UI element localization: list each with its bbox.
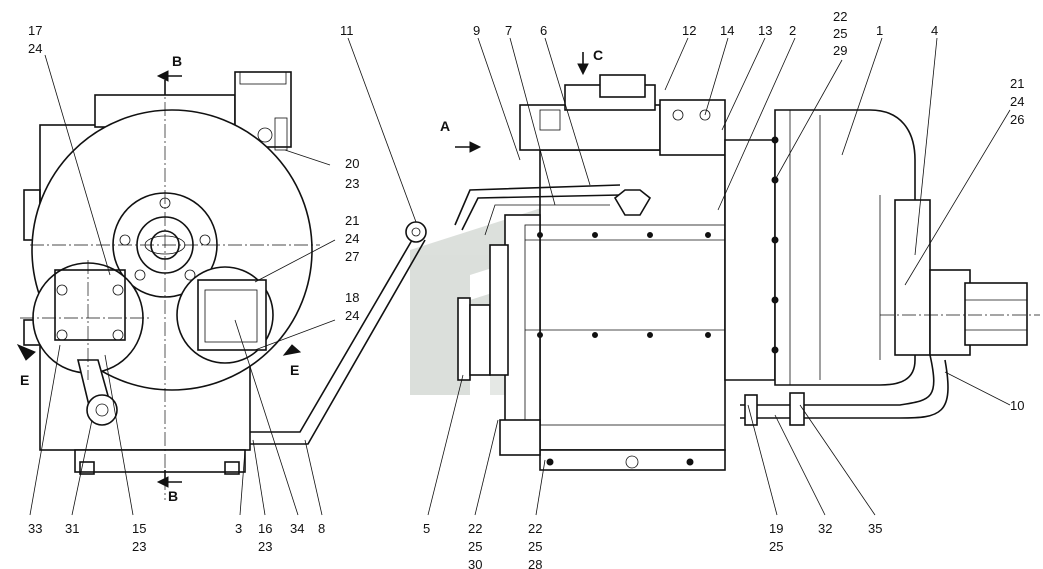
callout-33: 33	[28, 521, 42, 536]
callout-22-25-30: 22 25 30	[468, 521, 486, 569]
callout-11: 11	[340, 23, 354, 38]
callout-labels: 17 24 11 20 23 21 24 27 18 24 33 31 15 2…	[28, 9, 1028, 569]
callout-3: 3	[235, 521, 242, 536]
view-marker-e-left: E	[16, 344, 36, 388]
view-label-e-left: E	[20, 372, 29, 388]
view-marker-a: A	[440, 118, 482, 153]
view-marker-c: C	[577, 47, 603, 76]
view-label-a: A	[440, 118, 450, 134]
callout-13: 13	[758, 23, 772, 38]
callout-7: 7	[505, 23, 512, 38]
left-end-view	[20, 71, 427, 500]
view-marker-b-bottom: B	[156, 470, 182, 504]
callout-16-23: 16 23	[258, 521, 276, 554]
callout-6: 6	[540, 23, 547, 38]
callout-14: 14	[720, 23, 734, 38]
callout-22-25-29: 22 25 29	[833, 9, 851, 58]
view-label-e-right: E	[290, 362, 299, 378]
callout-21-24-27: 21 24 27	[345, 213, 363, 264]
callout-5: 5	[423, 521, 430, 536]
callout-1: 1	[876, 23, 883, 38]
view-marker-e-right: E	[282, 344, 302, 378]
view-label-b-top: B	[172, 53, 182, 69]
callout-2: 2	[789, 23, 796, 38]
callout-31: 31	[65, 521, 79, 536]
view-label-c: C	[593, 47, 603, 63]
callout-18-24: 18 24	[345, 290, 363, 323]
callout-9: 9	[473, 23, 480, 38]
housing-bolt-row	[537, 232, 711, 338]
callout-17-24: 17 24	[28, 23, 46, 56]
callout-22-25-28: 22 25 28	[528, 521, 546, 569]
callout-21-24-26: 21 24 26	[1010, 76, 1028, 127]
callout-35: 35	[868, 521, 882, 536]
callout-20-23: 20 23	[345, 156, 363, 191]
callout-34: 34	[290, 521, 304, 536]
callout-8: 8	[318, 521, 325, 536]
callout-12: 12	[682, 23, 696, 38]
callout-15-23: 15 23	[132, 521, 150, 554]
right-side-view	[454, 74, 1040, 471]
callout-4: 4	[931, 23, 938, 38]
callout-19-25: 19 25	[769, 521, 787, 554]
leader-lines	[29, 37, 1011, 516]
callout-32: 32	[818, 521, 832, 536]
view-label-b-bottom: B	[168, 488, 178, 504]
callout-10: 10	[1010, 398, 1024, 413]
view-marker-b-top: B	[156, 53, 182, 95]
